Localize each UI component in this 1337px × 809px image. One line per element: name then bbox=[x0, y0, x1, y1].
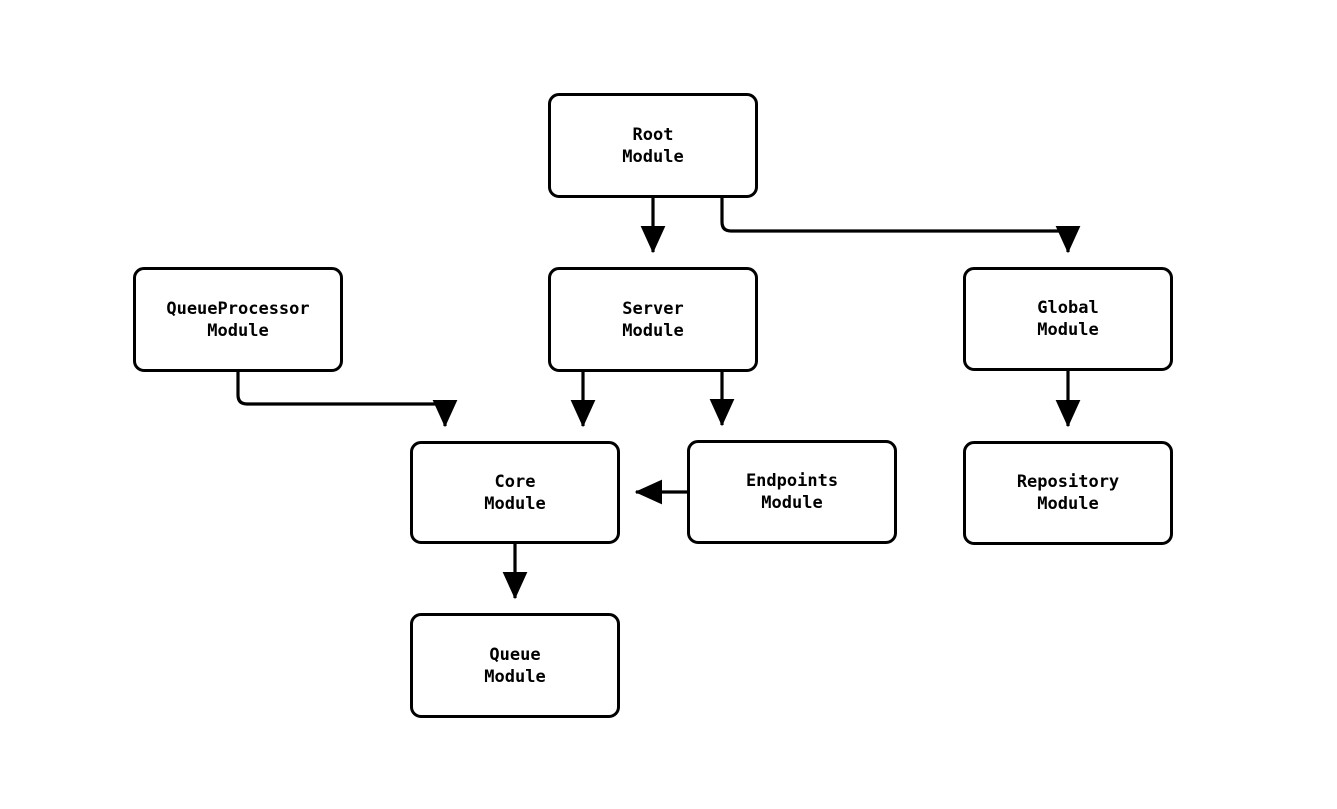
node-server-module-label: Server Module bbox=[622, 298, 684, 341]
node-server-module[interactable]: Server Module bbox=[548, 267, 758, 372]
node-root-module[interactable]: Root Module bbox=[548, 93, 758, 198]
node-core-module-label: Core Module bbox=[484, 471, 546, 514]
node-queue-module-label: Queue Module bbox=[484, 644, 546, 687]
node-global-module-label: Global Module bbox=[1037, 298, 1099, 340]
node-queueprocessor-module-label: QueueProcessor Module bbox=[166, 298, 310, 341]
node-endpoints-module-label: Endpoints Module bbox=[745, 471, 839, 513]
node-queue-module[interactable]: Queue Module bbox=[410, 613, 620, 718]
node-root-module-label: Root Module bbox=[622, 124, 684, 167]
node-queueprocessor-module[interactable]: QueueProcessor Module bbox=[133, 267, 343, 372]
node-repository-module[interactable]: Repository Module bbox=[963, 441, 1173, 545]
node-global-module[interactable]: Global Module bbox=[963, 267, 1173, 371]
edge-queueprocessor-to-core bbox=[236, 372, 458, 428]
edge-root-to-global bbox=[720, 198, 1081, 254]
node-repository-module-label: Repository Module bbox=[1016, 472, 1120, 514]
node-core-module[interactable]: Core Module bbox=[410, 441, 620, 544]
node-endpoints-module[interactable]: Endpoints Module bbox=[687, 440, 897, 544]
